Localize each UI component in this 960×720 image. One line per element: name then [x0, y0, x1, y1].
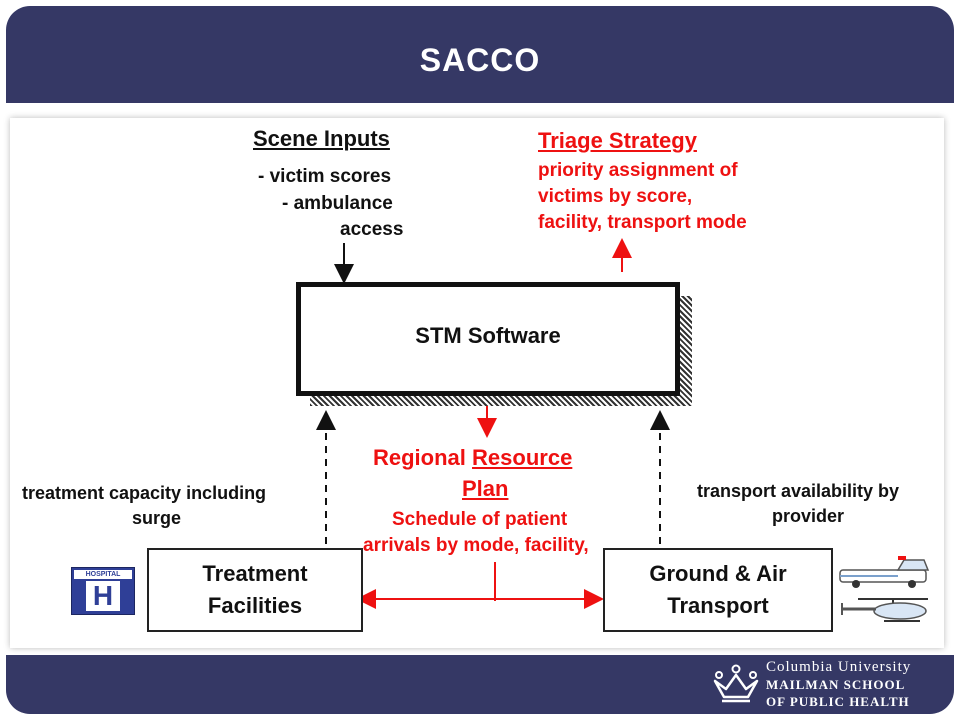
hospital-sign-text: HOSPITAL	[74, 570, 132, 579]
treatment-facilities-box: Treatment Facilities	[147, 548, 363, 632]
regional-plan-line1: Schedule of patient	[392, 509, 568, 530]
ground-air-line1: Ground & Air	[649, 561, 787, 586]
transport-availability-line2: provider	[772, 506, 845, 526]
ambulance-icon	[839, 556, 930, 588]
logo-line1: Columbia University	[766, 659, 912, 675]
slide-footer: Columbia University MAILMAN SCHOOL OF PU…	[6, 655, 954, 714]
stm-software-box: STM Software	[296, 282, 680, 396]
regional-plan-line2: arrivals by mode, facility,	[363, 535, 589, 556]
hospital-icon: HOSPITAL H	[71, 567, 135, 615]
triage-strategy-line1: priority assignment of	[538, 160, 738, 181]
scene-inputs-line2: - ambulance	[282, 193, 393, 214]
slide-title: SACCO	[419, 42, 541, 78]
treatment-facilities-line1: Treatment	[202, 561, 308, 586]
regional-resource-title: Regional Resource	[373, 445, 572, 471]
ground-air-line2: Transport	[667, 593, 769, 618]
triage-strategy-heading: Triage Strategy	[538, 128, 697, 153]
scene-inputs-line3: access	[340, 219, 404, 240]
regional-word: Regional	[373, 445, 466, 470]
triage-strategy-line2: victims by score,	[538, 186, 693, 207]
treatment-capacity-line2: surge	[132, 508, 182, 528]
stm-software-label: STM Software	[415, 323, 561, 348]
transport-availability-line1: transport availability by	[697, 481, 900, 501]
scene-inputs-heading: Scene Inputs	[253, 126, 390, 151]
columbia-logo-text: Columbia University MAILMAN SCHOOL OF PU…	[766, 659, 911, 710]
helicopter-icon	[841, 598, 928, 622]
logo-line3: OF PUBLIC HEALTH	[766, 694, 910, 709]
treatment-facilities-line2: Facilities	[207, 593, 303, 618]
triage-strategy-line3: facility, transport mode	[538, 212, 747, 233]
hospital-letter: H	[86, 581, 120, 611]
slide-header: SACCO	[6, 6, 954, 103]
ground-air-transport-box: Ground & Air Transport	[603, 548, 833, 632]
scene-inputs-line1: - victim scores	[258, 166, 392, 187]
plan-word: Plan	[462, 476, 509, 501]
treatment-capacity-line1: treatment capacity including	[22, 483, 267, 503]
resource-word: Resource	[472, 445, 573, 470]
columbia-crown-icon	[713, 664, 759, 703]
logo-line2: MAILMAN SCHOOL	[766, 677, 906, 692]
